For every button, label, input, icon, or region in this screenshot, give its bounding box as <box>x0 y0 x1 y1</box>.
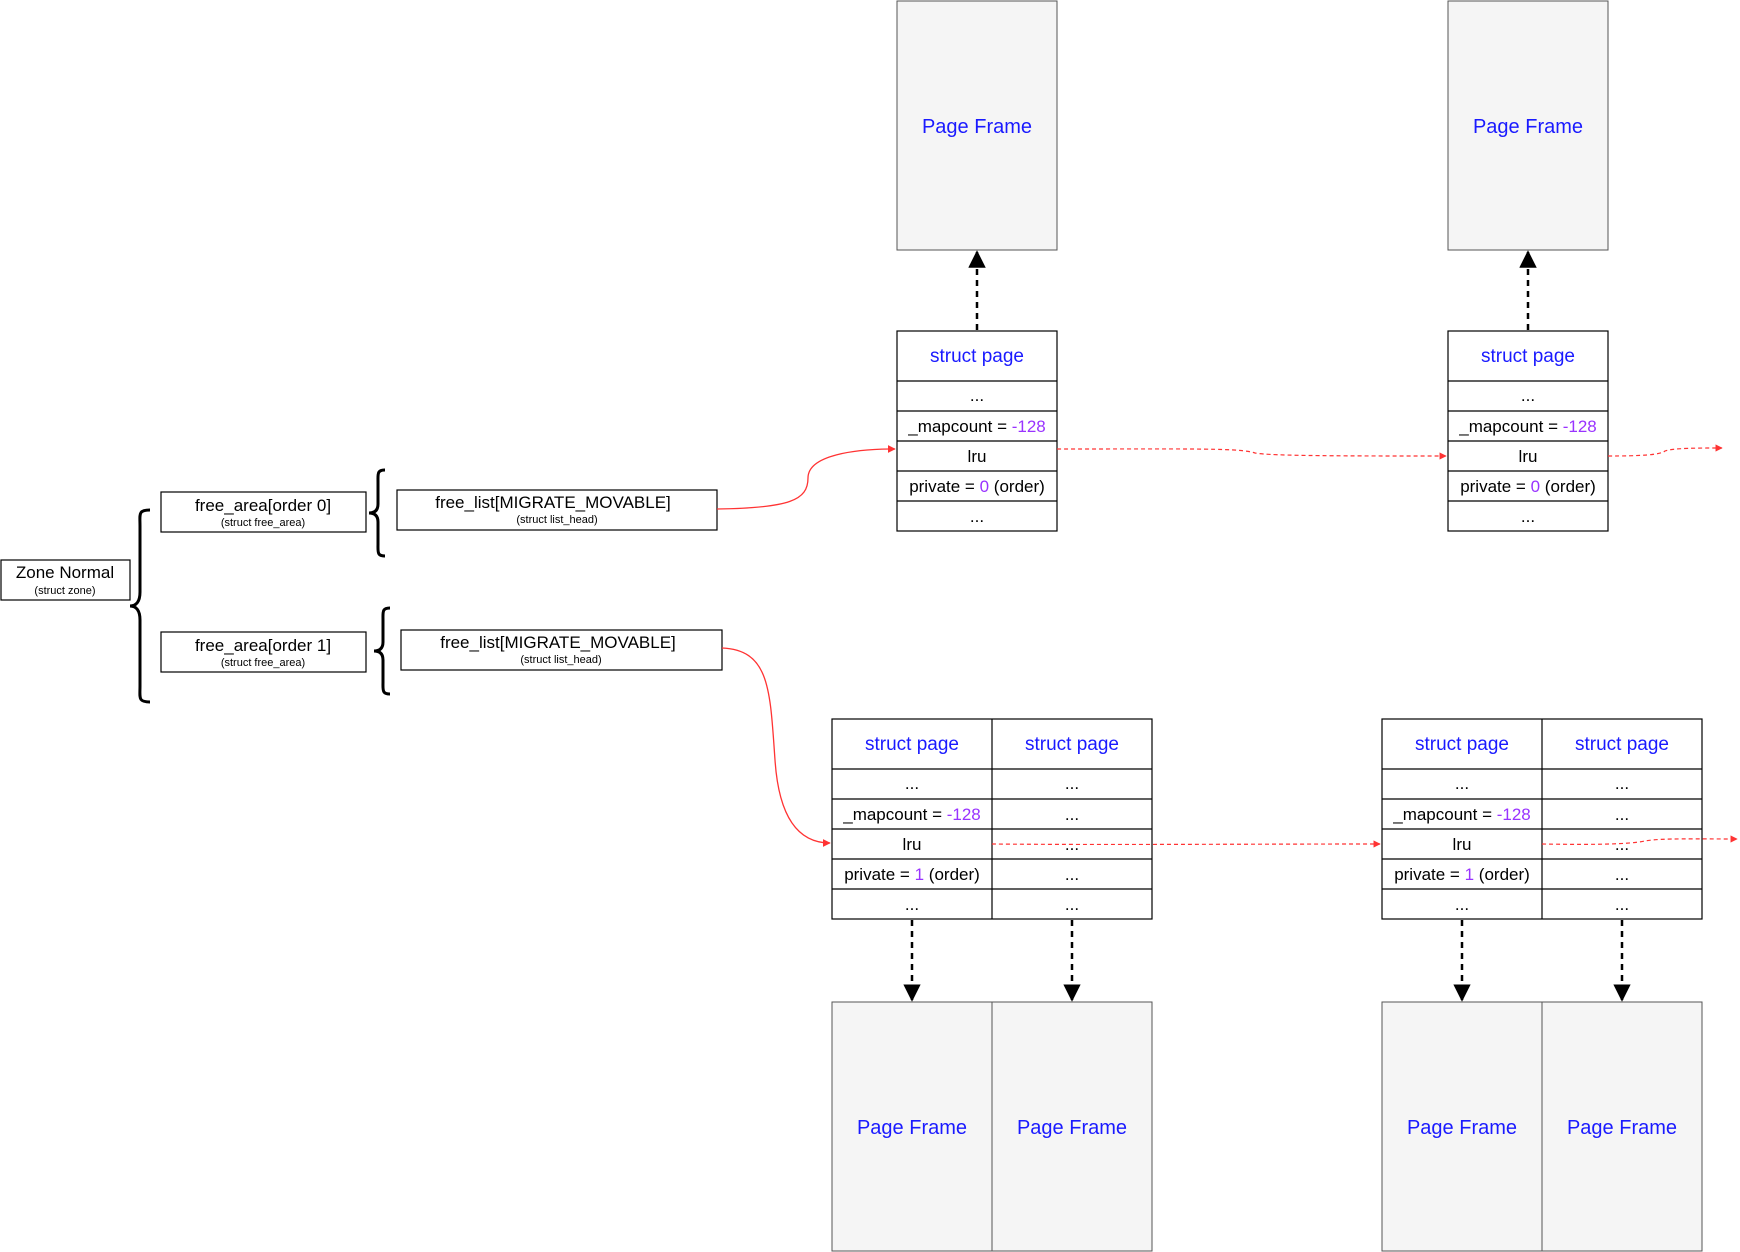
page-frame-label: Page Frame <box>1407 1117 1517 1139</box>
struct-page-header: struct page <box>1481 346 1575 367</box>
free-list-0-title: free_list[MIGRATE_MOVABLE] <box>435 493 671 512</box>
field-ellipsis: ... <box>1521 386 1535 405</box>
field-ellipsis: ... <box>1455 774 1469 793</box>
struct-page-header: struct page <box>865 734 959 755</box>
field-mapcount: _mapcount = -128 <box>907 417 1046 436</box>
free-area-order-0-box: free_area[order 0] (struct free_area) <box>160 491 367 533</box>
field-ellipsis: ... <box>1521 507 1535 526</box>
struct-page-header: struct page <box>1415 734 1509 755</box>
field-private: private = 1 (order) <box>844 865 980 884</box>
zone-normal-box: Zone Normal (struct zone) <box>0 559 131 601</box>
struct-page-order0-b: struct page ... _mapcount = -128 lru pri… <box>1447 330 1609 532</box>
field-ellipsis: ... <box>905 774 919 793</box>
lru-link <box>1056 448 1447 460</box>
free-list-1-subtitle: (struct list_head) <box>520 654 601 666</box>
field-ellipsis: ... <box>1455 895 1469 914</box>
page-frame-label: Page Frame <box>1567 1117 1677 1139</box>
field-ellipsis: ... <box>1615 805 1629 824</box>
page-frame-pair-order1-a: Page Frame Page Frame <box>831 1001 1153 1252</box>
field-ellipsis: ... <box>1065 774 1079 793</box>
free-area-1-subtitle: (struct free_area) <box>221 657 305 669</box>
field-ellipsis: ... <box>970 507 984 526</box>
field-ellipsis: ... <box>1615 835 1629 854</box>
free-area-0-brace <box>368 468 386 558</box>
free-area-0-title: free_area[order 0] <box>195 496 331 515</box>
free-list-1-link <box>721 647 831 847</box>
struct-page-pair-order1-b: struct page struct page ... _mapcount = … <box>1381 718 1703 920</box>
field-ellipsis: ... <box>1065 805 1079 824</box>
page-frame-order0-b: Page Frame <box>1447 0 1609 251</box>
field-lru: lru <box>1453 835 1472 854</box>
free-list-0-subtitle: (struct list_head) <box>516 514 597 526</box>
field-mapcount: _mapcount = -128 <box>842 805 981 824</box>
field-private: private = 0 (order) <box>909 477 1045 496</box>
page-frame-label: Page Frame <box>1473 116 1583 138</box>
field-mapcount: _mapcount = -128 <box>1458 417 1597 436</box>
field-ellipsis: ... <box>970 386 984 405</box>
struct-page-header: struct page <box>930 346 1024 367</box>
field-ellipsis: ... <box>905 895 919 914</box>
field-mapcount: _mapcount = -128 <box>1392 805 1531 824</box>
field-ellipsis: ... <box>1615 774 1629 793</box>
page-frame-label: Page Frame <box>857 1117 967 1139</box>
field-ellipsis: ... <box>1615 895 1629 914</box>
struct-page-order0-a: struct page ... _mapcount = -128 lru pri… <box>896 330 1058 532</box>
field-lru: lru <box>903 835 922 854</box>
free-list-0-link <box>716 445 896 510</box>
page-frame-order0-a: Page Frame <box>896 0 1058 251</box>
lru-link <box>1541 835 1738 845</box>
zone-title: Zone Normal <box>16 563 114 582</box>
struct-page-header: struct page <box>1575 734 1669 755</box>
field-private: private = 1 (order) <box>1394 865 1530 884</box>
page-frame-pair-order1-b: Page Frame Page Frame <box>1381 1001 1703 1252</box>
struct-page-pair-order1-a: struct page struct page ... _mapcount = … <box>831 718 1153 920</box>
lru-link <box>1607 444 1723 457</box>
zone-subtitle: (struct zone) <box>34 585 95 597</box>
field-private: private = 0 (order) <box>1460 477 1596 496</box>
zone-brace <box>129 508 151 704</box>
free-area-0-subtitle: (struct free_area) <box>221 517 305 529</box>
field-lru: lru <box>1519 447 1538 466</box>
field-ellipsis: ... <box>1065 865 1079 884</box>
field-ellipsis: ... <box>1615 865 1629 884</box>
struct-page-header: struct page <box>1025 734 1119 755</box>
free-area-1-title: free_area[order 1] <box>195 636 331 655</box>
free-list-order-1-box: free_list[MIGRATE_MOVABLE] (struct list_… <box>400 629 723 671</box>
free-area-1-brace <box>373 606 391 696</box>
free-area-order-1-box: free_area[order 1] (struct free_area) <box>160 631 367 673</box>
page-frame-label: Page Frame <box>1017 1117 1127 1139</box>
field-ellipsis: ... <box>1065 895 1079 914</box>
free-list-1-title: free_list[MIGRATE_MOVABLE] <box>440 633 676 652</box>
field-lru: lru <box>968 447 987 466</box>
page-frame-label: Page Frame <box>922 116 1032 138</box>
free-list-order-0-box: free_list[MIGRATE_MOVABLE] (struct list_… <box>396 489 718 531</box>
